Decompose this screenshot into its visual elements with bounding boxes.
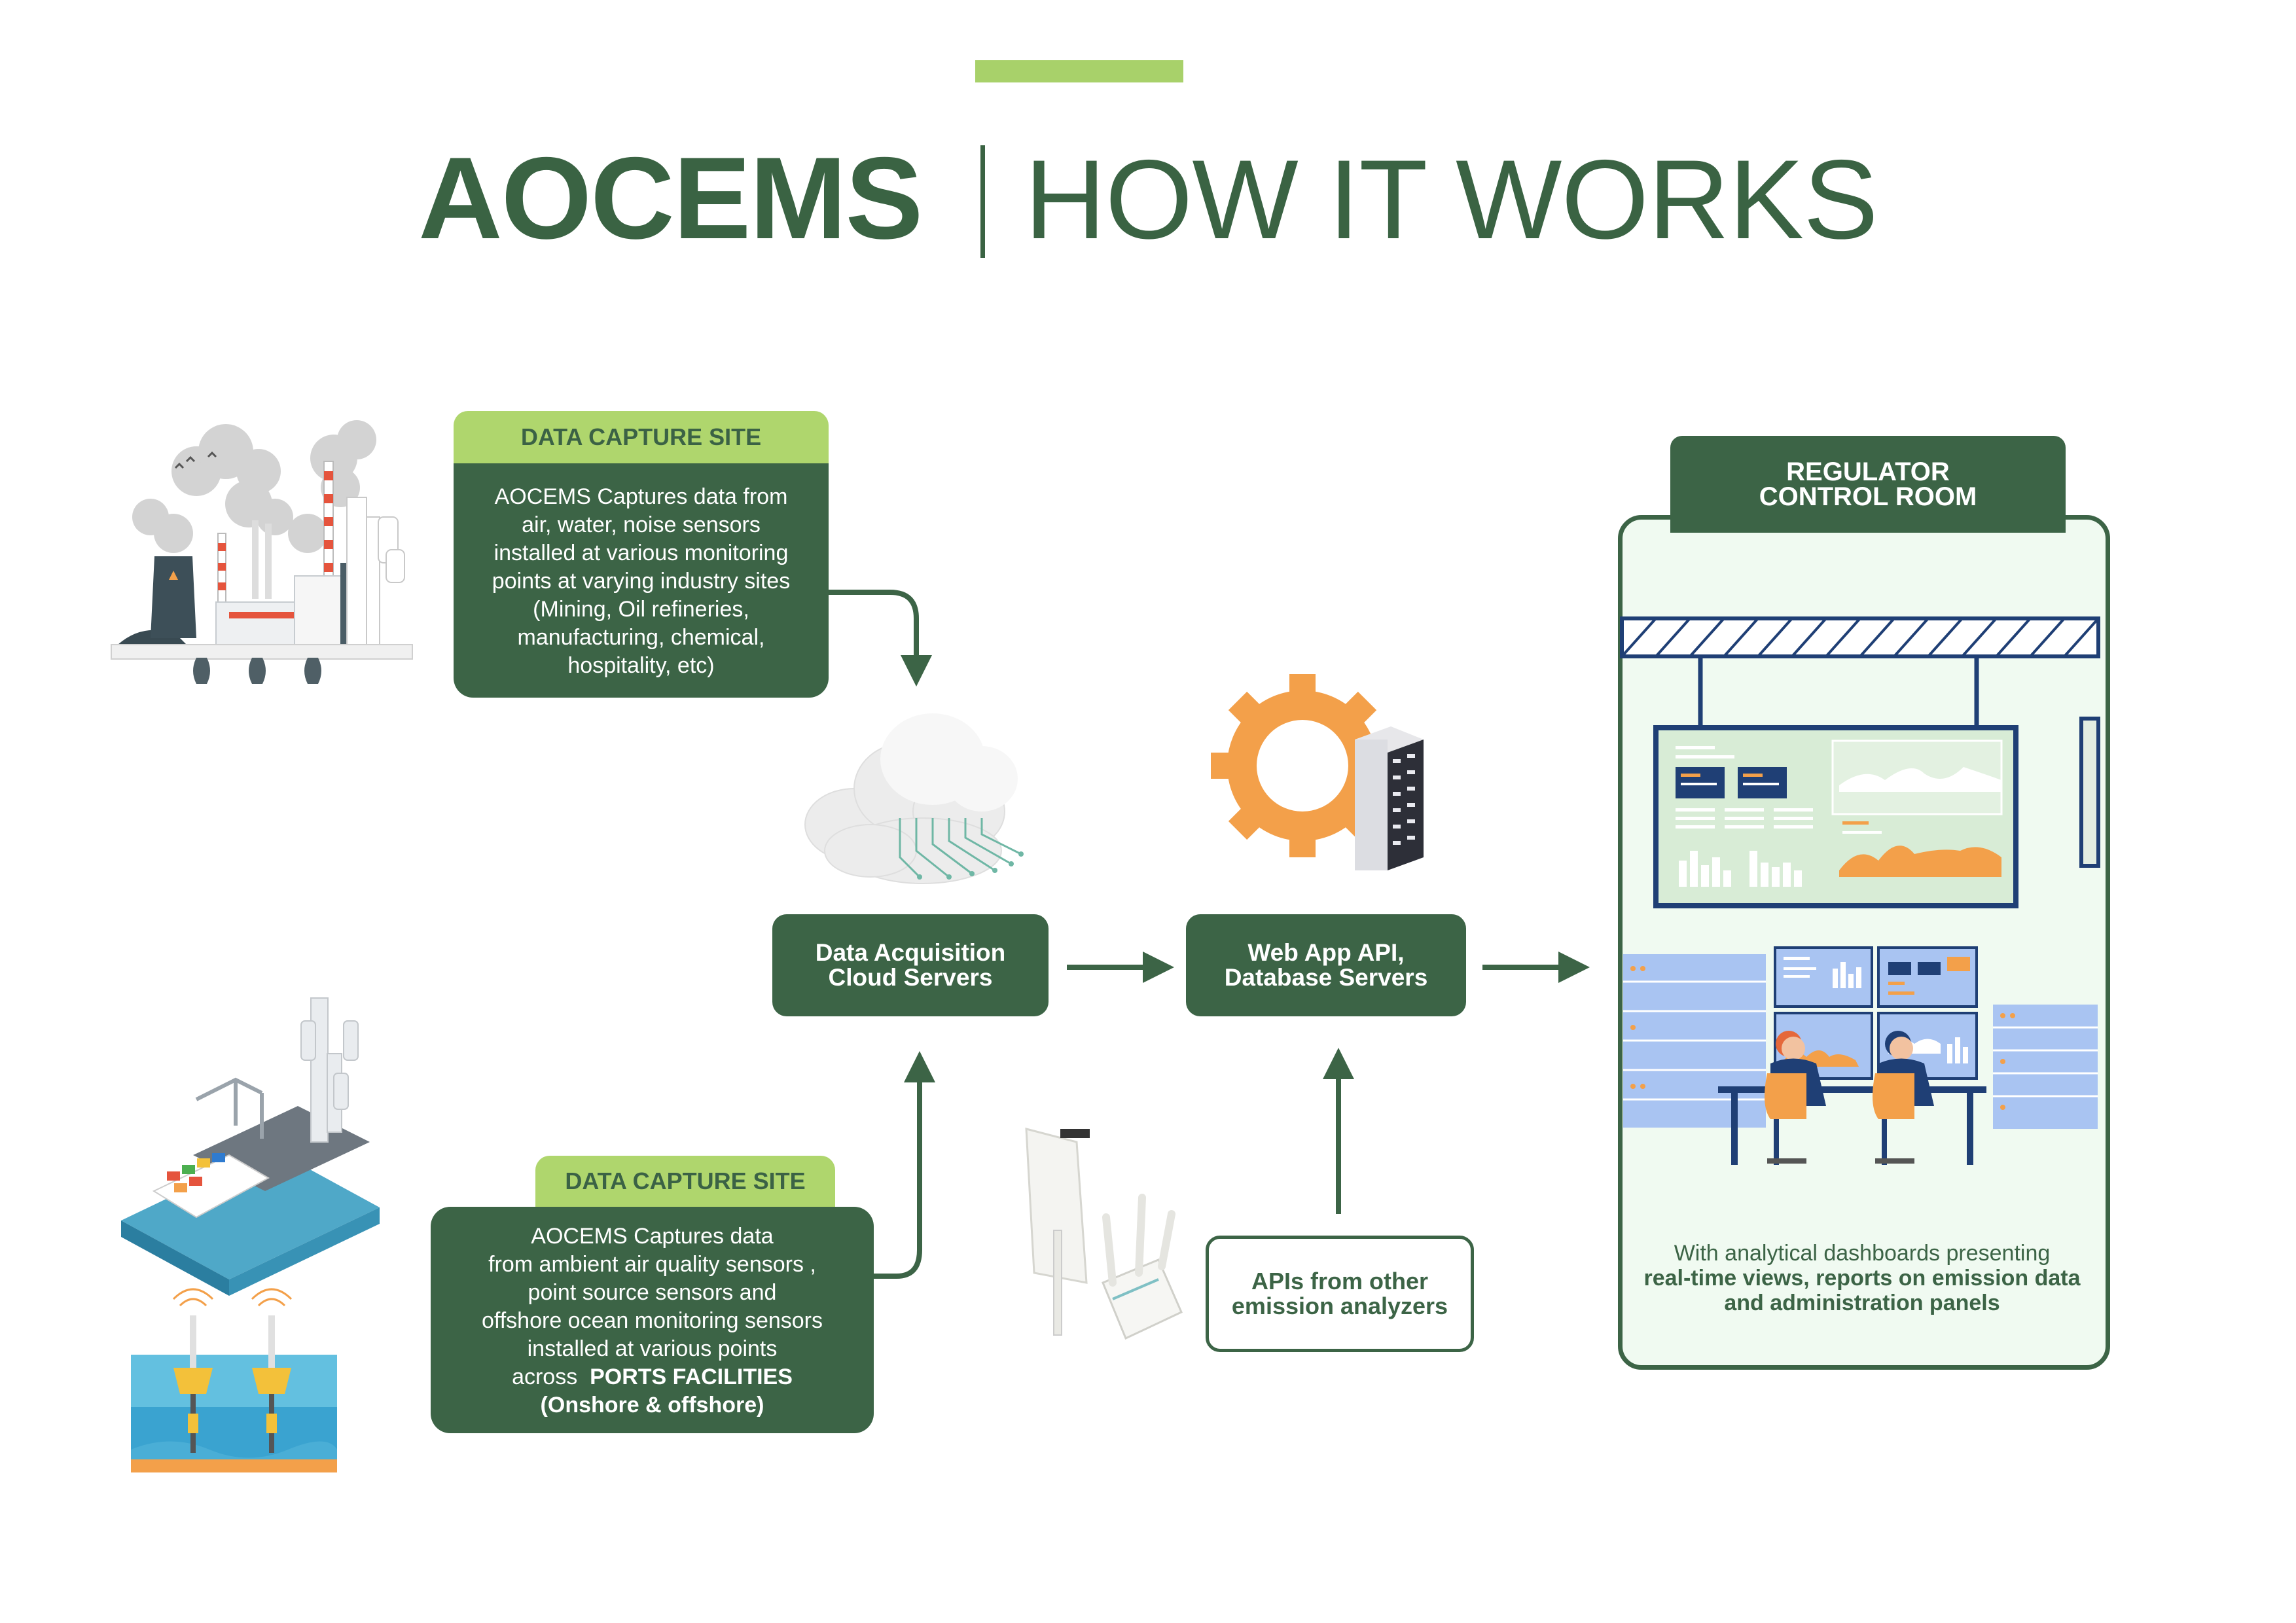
- api-node-line: Web App API,: [1247, 939, 1405, 966]
- site-bottom-line: AOCEMS Captures data: [531, 1224, 774, 1249]
- site-bottom-line: point source sensors and: [528, 1280, 777, 1305]
- control-room-caption: With analytical dashboards presenting re…: [1623, 1241, 2101, 1315]
- other-node-line: emission analyzers: [1231, 1293, 1448, 1319]
- site-bottom-onshore: (Onshore & offshore): [540, 1393, 764, 1418]
- room-head-line: CONTROL ROOM: [1759, 482, 1977, 511]
- title-bold: AOCEMS: [418, 133, 923, 263]
- page-title: AOCEMS HOW IT WORKS: [0, 131, 2296, 265]
- site-top-line: AOCEMS Captures data from: [494, 484, 788, 509]
- cloud-node-line: Data Acquisition: [815, 939, 1006, 966]
- site-bottom-ports: PORTS FACILITIES: [590, 1364, 793, 1389]
- site-top-line: air, water, noise sensors: [522, 512, 761, 537]
- site-bottom-line: offshore ocean monitoring sensors: [481, 1308, 823, 1333]
- site-bottom-line: installed at various points: [527, 1336, 778, 1361]
- api-servers-node: Web App API,Database Servers: [1186, 914, 1466, 1016]
- site-top-line: hospitality, etc): [567, 653, 715, 678]
- site-bottom-line: from ambient air quality sensors ,: [488, 1252, 816, 1277]
- room-caption-bold: real-time views, reports on emission dat…: [1643, 1266, 2081, 1291]
- site-top-line: installed at various monitoring: [493, 541, 789, 565]
- site-top-line: manufacturing, chemical,: [517, 625, 765, 650]
- site-bottom-card: AOCEMS Captures data from ambient air qu…: [431, 1207, 874, 1433]
- site-top-card: AOCEMS Captures data from air, water, no…: [454, 463, 829, 698]
- room-caption-light: With analytical dashboards presenting: [1674, 1241, 2051, 1266]
- site-bottom-ports-line: across PORTS FACILITIES: [431, 1363, 874, 1391]
- title-light: HOW IT WORKS: [1024, 137, 1878, 262]
- site-bottom-onshore-line: (Onshore & offshore): [431, 1391, 874, 1419]
- room-head-line: REGULATOR: [1786, 457, 1950, 486]
- site-bottom-across: across: [512, 1364, 578, 1389]
- other-node-line: APIs from other: [1251, 1268, 1429, 1294]
- site-top-line: points at varying industry sites: [492, 569, 791, 594]
- site-bottom-tag: DATA CAPTURE SITE: [535, 1156, 835, 1207]
- title-separator: [980, 145, 986, 258]
- site-top-description: AOCEMS Captures data from air, water, no…: [454, 463, 829, 680]
- arrow-site-top-to-cloud: [828, 590, 932, 687]
- room-caption-bold: and administration panels: [1724, 1291, 2000, 1315]
- cloud-node-line: Cloud Servers: [828, 964, 993, 991]
- title-accent-bar: [975, 60, 1183, 82]
- site-bottom-description: AOCEMS Captures data from ambient air qu…: [431, 1207, 874, 1419]
- site-top-line: (Mining, Oil refineries,: [533, 597, 749, 622]
- site-top-tag: DATA CAPTURE SITE: [454, 411, 829, 463]
- arrow-site-bottom-to-cloud: [874, 1051, 935, 1279]
- api-node-line: Database Servers: [1224, 964, 1428, 991]
